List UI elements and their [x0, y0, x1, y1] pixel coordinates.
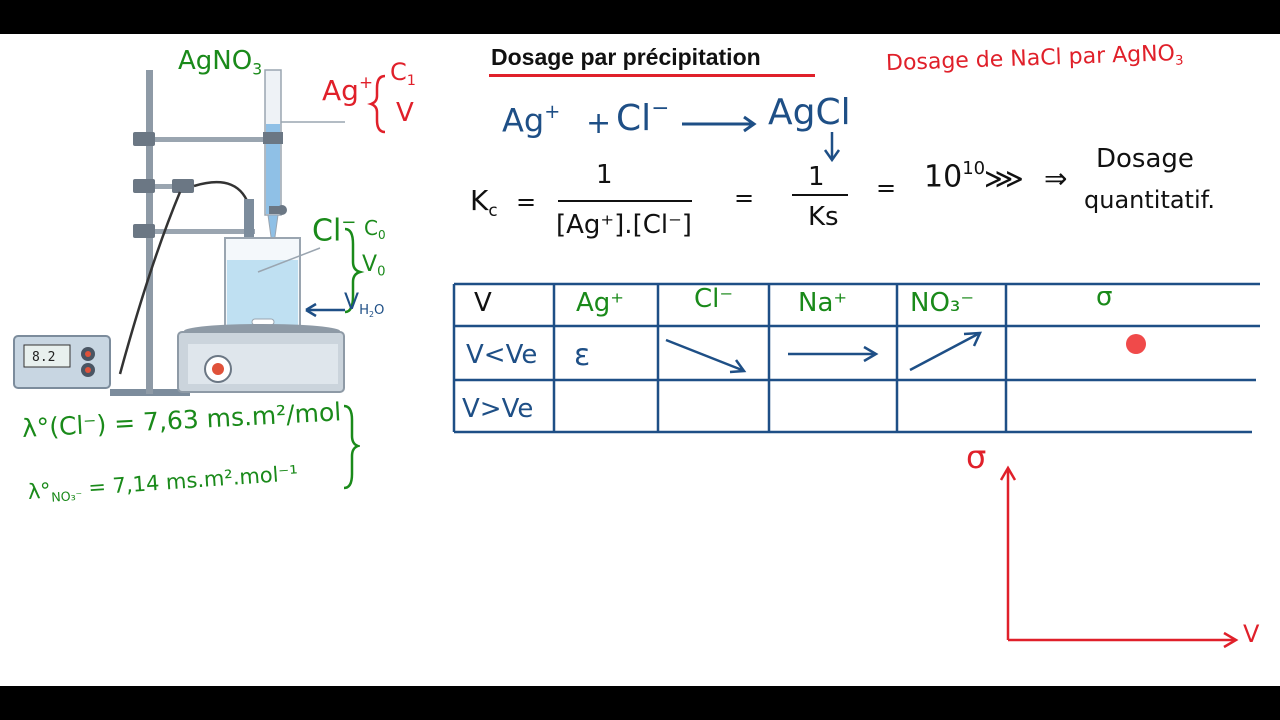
- implies-arrow: ⇒: [1044, 162, 1068, 195]
- analyte-vol-sub: 0: [377, 264, 386, 280]
- row1-ag-epsilon: ε: [574, 338, 591, 373]
- precipitate-arrow: [823, 132, 841, 163]
- reaction-plus: +: [586, 106, 612, 141]
- reagent-subscript: 3: [252, 60, 263, 79]
- nitrate-sub: NO₃⁻: [50, 487, 83, 505]
- water-o: O: [374, 302, 385, 318]
- conclusion-line2: quantitatif.: [1084, 186, 1215, 214]
- reactant2-symbol: Cl: [616, 98, 652, 140]
- water-v: V: [344, 290, 360, 315]
- titrant-brace: [367, 74, 386, 134]
- kc-eq: =: [516, 188, 537, 216]
- analyte-charge: −: [341, 212, 357, 233]
- kc-eq2: =: [734, 184, 755, 212]
- water-2: 2: [368, 309, 375, 319]
- note-sub: 3: [1174, 53, 1184, 69]
- reaction-product: AgCl: [768, 92, 851, 133]
- note-text: Dosage de NaCl par AgNO: [885, 41, 1176, 77]
- page-title: Dosage par précipitation: [491, 44, 761, 70]
- ks-denominator: Ks: [808, 202, 839, 232]
- lambda-symbol: λ°: [27, 478, 52, 504]
- analyte-brace: [344, 227, 365, 314]
- electrode-cable: [193, 181, 252, 234]
- water-h: H: [359, 302, 369, 318]
- analyte-ion: Cl: [312, 213, 342, 249]
- ks-fraction-bar: [792, 194, 848, 196]
- titrant-ion-charge: +: [358, 72, 373, 92]
- title-underline: [489, 74, 815, 77]
- graph-x-label: V: [1243, 620, 1260, 648]
- top-right-note: Dosage de NaCl par AgNO3: [886, 41, 1184, 79]
- titrant-conc: C: [390, 58, 407, 86]
- species-table-grid: [452, 282, 1260, 434]
- conductivity-brace: [343, 404, 360, 490]
- cursor-dot: [1126, 334, 1146, 354]
- titrant-ion-label: Ag+: [322, 72, 373, 107]
- analyte-ion-label: Cl−: [312, 212, 356, 249]
- much-greater: ⋙: [984, 162, 1024, 195]
- kc-sub: c: [488, 199, 498, 220]
- row1-trend-arrows: [665, 331, 983, 374]
- reactant1-symbol: Ag: [502, 101, 545, 140]
- header-cl: Cl⁻: [694, 284, 734, 314]
- analyte-conc-label: C0: [364, 216, 386, 242]
- row1-label: V<Ve: [466, 340, 538, 370]
- reactant1-charge: +: [544, 100, 561, 123]
- cl-decrease-arrow: [665, 338, 747, 374]
- kc-numerator: 1: [596, 160, 613, 190]
- titrant-vol-label: V: [396, 98, 414, 128]
- k-base: 10: [924, 159, 963, 195]
- reaction-arrow: [682, 115, 757, 133]
- clamp-bottom: [133, 224, 155, 238]
- conclusion-line1: Dosage: [1096, 144, 1194, 174]
- clamp-middle: [133, 179, 155, 193]
- kc-fraction-bar: [558, 200, 692, 202]
- na-constant-arrow: [788, 345, 879, 363]
- kc-symbol: Kc: [470, 184, 498, 220]
- meter-display: 8.2: [32, 350, 55, 365]
- titrant-conc-label: C1: [390, 58, 416, 89]
- kc-k: K: [470, 184, 489, 217]
- no3-increase-arrow: [909, 331, 983, 372]
- whiteboard: 8.2 AgNO3 Ag+ C1 V Cl− C0 V0 VH2O λ°(Cl⁻…: [0, 34, 1280, 686]
- reagent-formula: AgNO: [178, 46, 253, 76]
- analyte-conc-sub: 0: [377, 228, 386, 243]
- titration-apparatus: 8.2: [13, 69, 386, 396]
- water-formula: H2O: [359, 302, 385, 319]
- analyte-vol-label: V0: [362, 252, 385, 280]
- clamp-top: [133, 132, 155, 146]
- header-ag: Ag⁺: [576, 288, 625, 318]
- titrant-ion: Ag: [322, 73, 359, 107]
- titrant-conc-sub: 1: [406, 73, 416, 90]
- reaction-reactant1: Ag+: [502, 100, 560, 139]
- reaction-reactant2: Cl−: [616, 96, 669, 139]
- conductivity-no3: λ°NO₃⁻ = 7,14 ms.m².mol⁻¹: [27, 461, 299, 506]
- kc-denominator: [Ag⁺].[Cl⁻]: [556, 210, 692, 240]
- ks-eq3: =: [876, 174, 897, 202]
- k-exponent: 10: [962, 158, 986, 179]
- analyte-conc: C: [364, 216, 378, 240]
- sigma-vs-v-axes: [999, 465, 1239, 649]
- ks-numerator: 1: [808, 162, 825, 192]
- header-v: V: [474, 288, 492, 318]
- row2-label: V>Ve: [462, 394, 534, 424]
- graph-y-label: σ: [966, 438, 987, 476]
- nitrate-value: = 7,14 ms.m².mol⁻¹: [87, 461, 299, 500]
- reagent-label: AgNO3: [178, 46, 262, 78]
- reactant2-charge: −: [651, 96, 670, 121]
- header-na: Na⁺: [798, 288, 848, 318]
- header-sigma: σ: [1096, 282, 1113, 312]
- header-no3: NO₃⁻: [910, 288, 975, 318]
- water-label: VH2O: [344, 290, 384, 318]
- analyte-vol: V: [362, 252, 378, 277]
- k-value: 1010: [924, 158, 985, 195]
